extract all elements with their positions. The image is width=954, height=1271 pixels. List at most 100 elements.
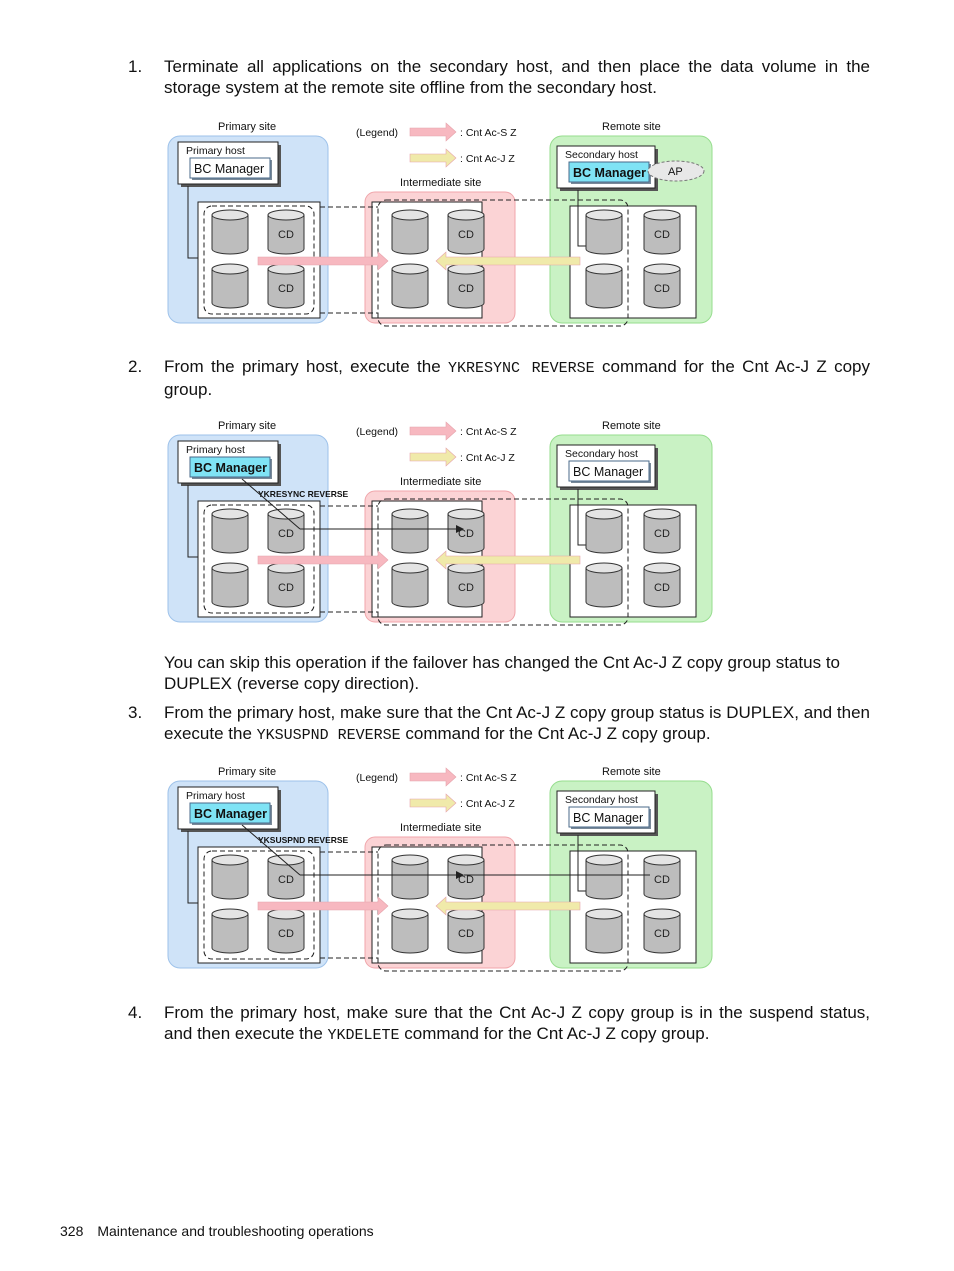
intermediate-disk-1: [391, 508, 429, 554]
disk-top: [585, 209, 623, 221]
intermediate-site-label: Intermediate site: [400, 822, 481, 834]
command-arrowhead: [456, 871, 464, 879]
disk-top: [391, 263, 429, 275]
remote-disk-2: [585, 562, 623, 608]
legend-title: (Legend): [356, 426, 398, 438]
legend-title: (Legend): [356, 127, 398, 139]
disk-top: [643, 209, 681, 221]
disk-top: [211, 263, 249, 275]
disk-body: [211, 860, 249, 900]
remote-site-label: Remote site: [602, 766, 661, 778]
primary-host-link: [187, 186, 198, 259]
command-annotation: YKSUSPND REVERSE: [258, 835, 349, 845]
remote-disk-cd-1: CD: [643, 508, 681, 554]
intermediate-disk-2: [391, 263, 429, 309]
step-number: 2.: [128, 357, 143, 376]
step-number: 3.: [128, 703, 143, 722]
disk-body: [267, 215, 305, 255]
disk-top: [585, 562, 623, 574]
cd-label: CD: [654, 874, 670, 886]
legend-acs-arrow: [409, 421, 457, 441]
legend-acj-arrow: [409, 148, 457, 168]
primary-host-link: [187, 831, 198, 904]
disk-body: [267, 568, 305, 608]
disk-body: [391, 860, 429, 900]
bc-manager-box: [189, 157, 271, 179]
intermediate-site-label: Intermediate site: [400, 476, 481, 488]
ap-bubble: [647, 160, 705, 182]
primary-disk-cd-2: CD: [267, 908, 305, 954]
intermediate-disk-cd-2: CD: [447, 562, 485, 608]
disk-top: [391, 562, 429, 574]
disk-top: [267, 562, 305, 574]
bc-manager-label: BC Manager: [573, 166, 646, 180]
footer-section-title: Maintenance and troubleshooting operatio…: [97, 1223, 374, 1239]
remote-disk-2: [585, 908, 623, 954]
step-2-note: You can skip this operation if the failo…: [164, 653, 840, 693]
step-text: Terminate all applications on the second…: [164, 57, 870, 97]
disk-top: [391, 854, 429, 866]
disk-top: [585, 263, 623, 275]
disk-top: [447, 562, 485, 574]
remote-disk-cd-1: CD: [643, 209, 681, 255]
bc-manager-box: [568, 460, 650, 482]
bc-manager-box: [189, 456, 271, 478]
legend-acj-label: : Cnt Ac-J Z: [460, 798, 515, 810]
remote-disk-cd-2: CD: [643, 263, 681, 309]
step-number: 1.: [128, 57, 143, 76]
intermediate-site-label: Intermediate site: [400, 177, 481, 189]
disk-top: [643, 908, 681, 920]
remote-disk-cd-2: CD: [643, 562, 681, 608]
legend-acj-arrow: [409, 793, 457, 813]
disk-body: [643, 514, 681, 554]
intermediate-disk-cd-1: CD: [447, 209, 485, 255]
legend-acs-label: : Cnt Ac-S Z: [460, 772, 517, 784]
step-text-post: command for the Cnt Ac-J Z copy group.: [399, 1024, 710, 1043]
disk-body: [211, 215, 249, 255]
command-name: YKSUSPND REVERSE: [256, 727, 401, 744]
disk-top: [267, 209, 305, 221]
disk-body: [643, 215, 681, 255]
acs-arrow-primary-to-intermediate: [257, 251, 389, 271]
acs-arrow-primary-to-intermediate: [257, 550, 389, 570]
disk-body: [447, 914, 485, 954]
legend-acs-label: : Cnt Ac-S Z: [460, 426, 517, 438]
intermediate-disk-cd-2: CD: [447, 908, 485, 954]
legend-acj-arrow: [409, 447, 457, 467]
bc-manager-label: BC Manager: [194, 461, 267, 475]
bc-manager-box: [568, 806, 650, 828]
disk-top: [211, 908, 249, 920]
cd-label: CD: [278, 582, 294, 594]
primary-disk-cd-2: CD: [267, 263, 305, 309]
acj-arrow-remote-to-intermediate: [435, 896, 581, 916]
remote-disk-cd-1: CD: [643, 854, 681, 900]
disk-body: [211, 568, 249, 608]
disk-body: [391, 269, 429, 309]
disk-top: [643, 508, 681, 520]
disk-top: [391, 209, 429, 221]
disk-top: [585, 908, 623, 920]
cd-label: CD: [654, 229, 670, 241]
legend-acs-arrow: [409, 122, 457, 142]
disk-top: [447, 508, 485, 520]
disk-body: [391, 215, 429, 255]
cd-label: CD: [654, 283, 670, 295]
remote-disk-1: [585, 854, 623, 900]
disk-body: [267, 514, 305, 554]
disk-top: [211, 508, 249, 520]
primary-disk-cd-1: CD: [267, 508, 305, 554]
legend-title: (Legend): [356, 772, 398, 784]
disk-body: [643, 568, 681, 608]
disk-body: [447, 860, 485, 900]
disk-body: [447, 215, 485, 255]
command-name: YKDELETE: [327, 1027, 400, 1044]
disk-top: [447, 209, 485, 221]
legend-acj-label: : Cnt Ac-J Z: [460, 452, 515, 464]
intermediate-remote-group-dashed: [377, 199, 629, 327]
